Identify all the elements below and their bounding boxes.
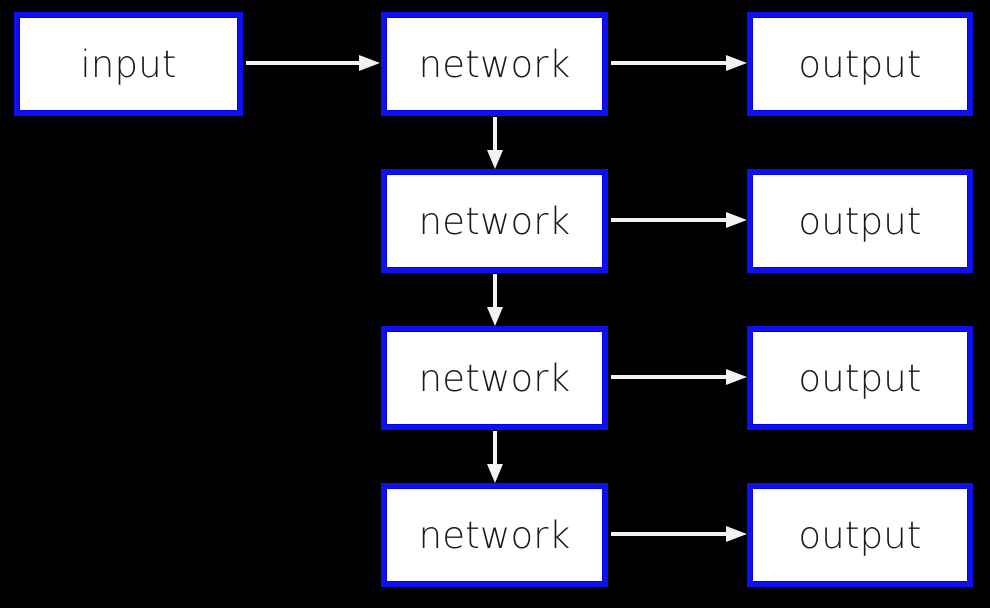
node-label: input	[80, 42, 177, 86]
node-label: network	[418, 199, 571, 243]
edge-network-1-to-network-2	[484, 117, 506, 170]
node-output-1[interactable]: output	[747, 12, 973, 116]
node-network-4[interactable]: network	[381, 483, 608, 587]
node-label: output	[798, 356, 922, 400]
edge-network-2-to-network-3	[484, 274, 506, 327]
edge-network-3-to-output-3	[611, 366, 749, 388]
edge-network-1-to-output-1	[611, 52, 749, 74]
node-label: output	[798, 513, 922, 557]
edge-network-4-to-output-4	[611, 523, 749, 545]
node-label: output	[798, 199, 922, 243]
node-label: network	[418, 513, 571, 557]
edge-network-3-to-network-4	[484, 431, 506, 484]
node-output-4[interactable]: output	[747, 483, 973, 587]
node-network-2[interactable]: network	[381, 169, 608, 273]
edge-input-to-network-1	[246, 52, 382, 74]
node-label: network	[418, 42, 571, 86]
node-label: output	[798, 42, 922, 86]
node-label: network	[418, 356, 571, 400]
node-output-3[interactable]: output	[747, 326, 973, 430]
edge-network-2-to-output-2	[611, 209, 749, 231]
node-network-3[interactable]: network	[381, 326, 608, 430]
node-network-1[interactable]: network	[381, 12, 608, 116]
node-input-0[interactable]: input	[14, 12, 243, 116]
node-output-2[interactable]: output	[747, 169, 973, 273]
